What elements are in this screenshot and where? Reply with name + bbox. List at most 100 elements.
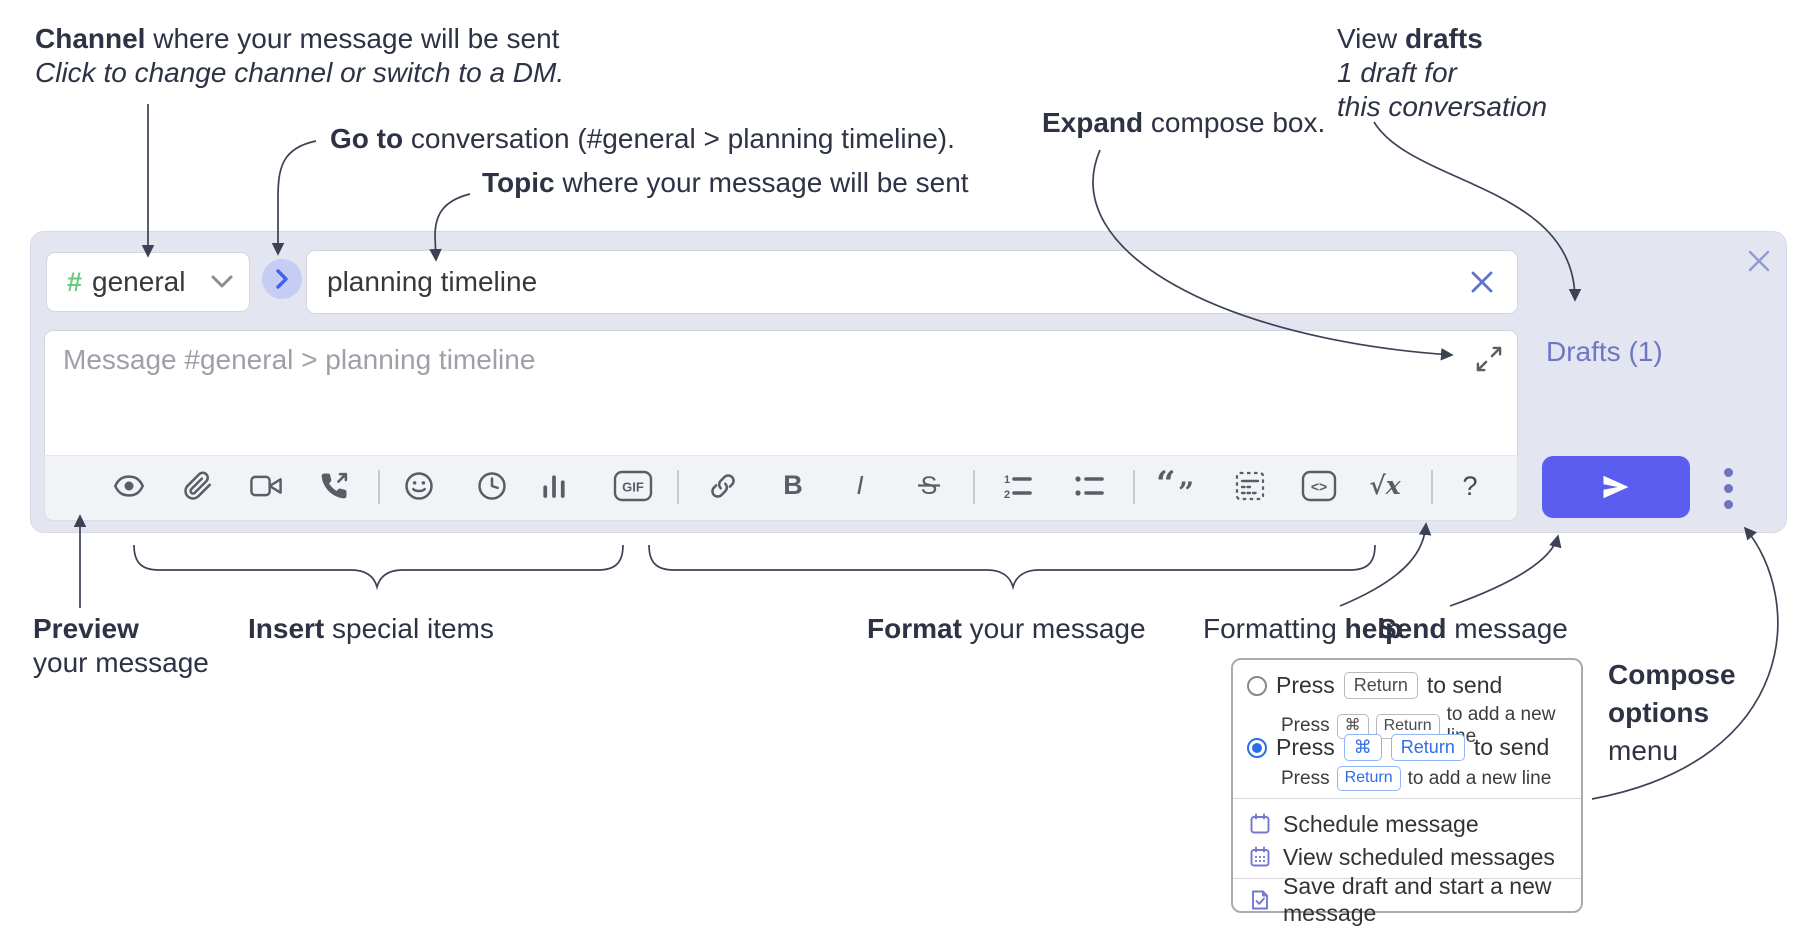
go-to-conversation-button[interactable] — [262, 259, 302, 299]
compose-options-annotation: Compose options menu — [1608, 659, 1736, 766]
math-button[interactable]: √x — [1363, 462, 1407, 510]
insert-brace — [133, 544, 624, 591]
popup-divider — [1233, 878, 1581, 879]
attach-file-button[interactable] — [176, 462, 220, 510]
calendar-icon — [1250, 813, 1270, 834]
compose-options-menu-button[interactable] — [1712, 462, 1744, 514]
insert-annotation: Insert special items — [248, 613, 494, 644]
add-video-call-button[interactable] — [244, 462, 288, 510]
svg-text:√x: √x — [1369, 471, 1401, 500]
calendar-grid-icon — [1250, 846, 1270, 867]
message-formatting-help-button[interactable]: ? — [1448, 462, 1492, 510]
link-icon — [711, 474, 735, 498]
save-draft-item[interactable]: Save draft and start a new message — [1249, 873, 1571, 926]
message-input[interactable] — [61, 343, 1445, 377]
add-voice-call-button[interactable] — [312, 462, 356, 510]
phone-call-icon — [321, 472, 348, 499]
strikethrough-icon: S — [918, 472, 940, 500]
document-check-icon — [1252, 890, 1268, 910]
spoiler-button[interactable] — [1228, 462, 1272, 510]
numbered-list-icon: 1 2 — [1004, 474, 1032, 500]
code-button[interactable]: <> — [1297, 462, 1341, 510]
return-key: Return — [1375, 713, 1440, 739]
numbered-list-button[interactable]: 1 2 — [995, 462, 1039, 510]
svg-text:“: “ — [1156, 469, 1176, 503]
clear-topic-button[interactable] — [1465, 265, 1499, 299]
radio-selected-icon[interactable] — [1247, 737, 1267, 758]
bold-button[interactable]: B — [771, 462, 815, 510]
cmd-enter-sends-option-subtext: Press Return to add a new line — [1281, 766, 1571, 791]
toolbar-divider — [973, 470, 975, 504]
channel-hash-icon: # — [67, 266, 83, 297]
svg-text:”: ” — [1178, 476, 1194, 503]
drafts-link[interactable]: Drafts (1) — [1546, 336, 1663, 367]
bulleted-list-icon — [1075, 476, 1104, 496]
close-compose-button[interactable] — [1742, 244, 1776, 278]
preview-button[interactable] — [107, 462, 151, 510]
channel-annotation-rest: where your message will be sent — [145, 23, 560, 54]
expand-compose-icon[interactable] — [1475, 345, 1503, 373]
channel-annotation-sub: Click to change channel or switch to a D… — [35, 57, 565, 88]
send-arrow — [1449, 534, 1562, 607]
svg-text:1: 1 — [1004, 474, 1010, 486]
view-scheduled-messages-item[interactable]: View scheduled messages — [1249, 841, 1571, 873]
svg-text:<>: <> — [1311, 479, 1327, 495]
channel-annotation-bold: Channel — [35, 23, 146, 54]
send-message-annotation: Send message — [1378, 613, 1568, 644]
close-icon — [1748, 250, 1770, 272]
preview-annotation: Preview your message — [33, 613, 209, 678]
paperclip-icon — [184, 471, 212, 500]
svg-text:I: I — [856, 470, 863, 500]
bulleted-list-button[interactable] — [1067, 462, 1111, 510]
chevron-down-icon — [211, 275, 233, 288]
cmd-key: ⌘ — [1343, 734, 1382, 761]
expand-annotation: Expand compose box. — [1042, 107, 1326, 138]
vertical-dots-icon — [1723, 467, 1733, 477]
vertical-dots-icon — [1723, 499, 1733, 509]
svg-text:B: B — [783, 470, 803, 500]
popup-divider — [1233, 798, 1581, 799]
topic-input-box — [306, 250, 1518, 314]
paper-plane-icon — [1603, 475, 1629, 499]
formatting-help-annotation: Formatting help — [1203, 613, 1403, 644]
svg-text:2: 2 — [1004, 489, 1010, 500]
smiley-icon — [405, 472, 433, 500]
add-emoji-button[interactable] — [397, 462, 441, 510]
code-icon: <> — [1301, 470, 1337, 502]
channel-name: general — [92, 266, 186, 297]
bold-icon: B — [783, 470, 803, 500]
return-key: Return — [1390, 734, 1465, 761]
toolbar-divider — [1431, 470, 1433, 504]
format-brace — [648, 544, 1376, 591]
italic-icon: I — [856, 470, 863, 500]
channel-selector[interactable]: # general — [46, 252, 250, 312]
italic-button[interactable]: I — [838, 462, 882, 510]
enter-sends-option[interactable]: Press Return to send — [1247, 672, 1571, 699]
topic-input[interactable] — [325, 265, 1465, 299]
clock-icon — [478, 472, 506, 500]
format-annotation: Format your message — [867, 613, 1146, 644]
topic-annotation: Topic where your message will be sent — [482, 167, 969, 198]
return-key: Return — [1336, 766, 1401, 791]
gif-icon: GIF — [613, 470, 653, 502]
strikethrough-button[interactable]: S — [907, 462, 951, 510]
quote-icon: “ ” — [1156, 469, 1194, 503]
compose-toolbar: GIF B I S 1 — [44, 455, 1518, 521]
toolbar-divider — [378, 470, 380, 504]
insert-link-button[interactable] — [701, 462, 745, 510]
schedule-message-item[interactable]: Schedule message — [1249, 808, 1571, 840]
enter-sends-option-subtext: Press ⌘ Return to add a new line — [1281, 704, 1571, 748]
toolbar-divider — [677, 470, 679, 504]
spoiler-icon — [1235, 471, 1265, 501]
add-poll-button[interactable] — [532, 462, 576, 510]
chevron-right-icon — [276, 269, 288, 289]
send-button[interactable] — [1542, 456, 1690, 518]
vertical-dots-icon — [1723, 483, 1733, 493]
cmd-enter-sends-option[interactable]: Press ⌘ Return to send — [1247, 734, 1571, 761]
add-global-time-button[interactable] — [470, 462, 514, 510]
quote-button[interactable]: “ ” — [1155, 462, 1199, 510]
radio-unselected-icon[interactable] — [1247, 675, 1267, 696]
add-gif-button[interactable]: GIF — [611, 462, 655, 510]
sqrt-x-icon: √x — [1369, 471, 1401, 500]
compose-options-popup: Press Return to send Press ⌘ Return to a… — [1231, 658, 1583, 926]
